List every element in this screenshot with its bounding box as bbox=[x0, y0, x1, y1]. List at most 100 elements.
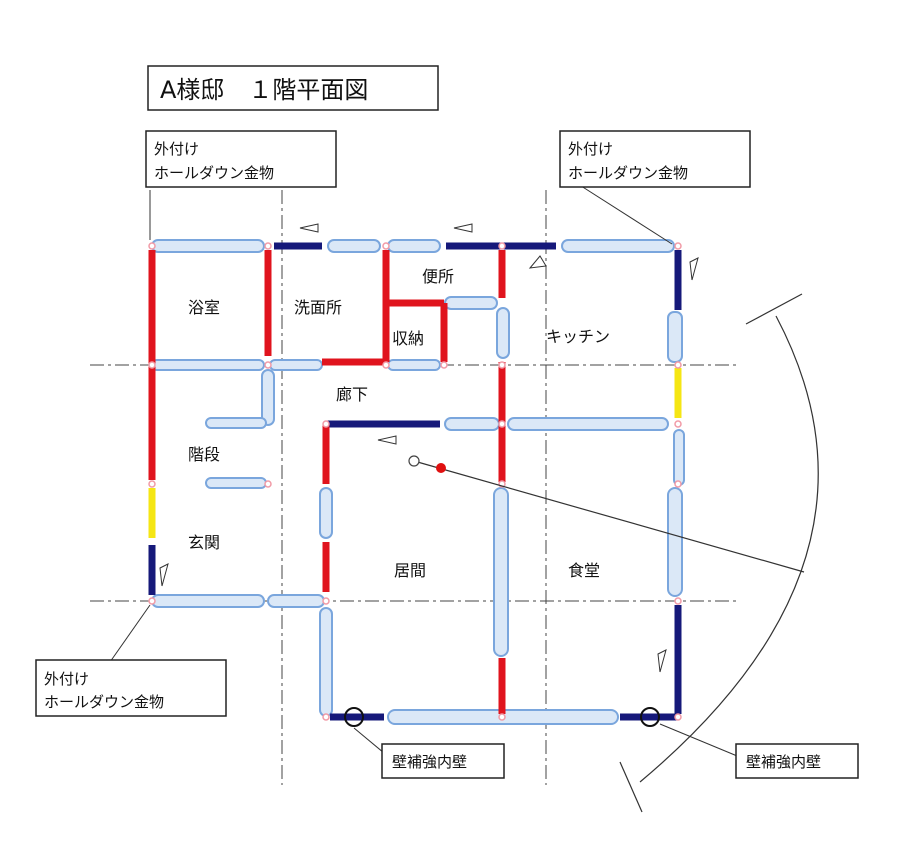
window bbox=[327, 239, 381, 253]
arc-end-tick bbox=[619, 761, 643, 813]
arc bbox=[639, 315, 819, 783]
window bbox=[667, 487, 683, 597]
joint bbox=[674, 420, 682, 428]
room-label-toilet: 便所 bbox=[422, 267, 454, 286]
walls-yellow bbox=[148, 368, 682, 538]
callout-text: 壁補強内壁 bbox=[746, 753, 821, 771]
openings bbox=[151, 239, 685, 725]
window bbox=[205, 417, 267, 429]
joint bbox=[322, 597, 330, 605]
title-box: A様邸 １階平面図 bbox=[147, 65, 439, 111]
triangle-mark-icon bbox=[528, 255, 547, 269]
joint bbox=[264, 480, 272, 488]
plan-title: A様邸 １階平面図 bbox=[160, 76, 368, 104]
callout-line1: 外付け bbox=[154, 140, 199, 158]
callout-reinforced-wall-left: 壁補強内壁 bbox=[381, 743, 505, 779]
reinforced-wall-marks bbox=[344, 707, 660, 727]
window bbox=[444, 417, 500, 431]
leader-line bbox=[109, 604, 151, 663]
joint bbox=[674, 242, 682, 250]
joint bbox=[148, 361, 156, 369]
triangle-mark-icon bbox=[453, 223, 473, 233]
joint bbox=[674, 597, 682, 605]
joint bbox=[322, 420, 330, 428]
room-label-hallway: 廊下 bbox=[336, 385, 368, 404]
room-label-kitchen: キッチン bbox=[546, 327, 610, 346]
window bbox=[151, 594, 265, 608]
callout-text: 壁補強内壁 bbox=[392, 753, 467, 771]
room-labels: 浴室 洗面所 便所 収納 キッチン 廊下 階段 玄関 居間 食堂 bbox=[188, 267, 610, 580]
room-label-living: 居間 bbox=[394, 561, 426, 580]
room-label-stairs: 階段 bbox=[188, 445, 220, 464]
callout-holdown-top-right: 外付け ホールダウン金物 bbox=[559, 130, 751, 188]
window bbox=[205, 477, 267, 489]
window bbox=[151, 239, 265, 253]
joint bbox=[148, 242, 156, 250]
joint bbox=[264, 242, 272, 250]
triangle-mark-icon bbox=[657, 649, 667, 673]
joint bbox=[674, 361, 682, 369]
window bbox=[269, 359, 323, 371]
joint bbox=[674, 713, 682, 721]
center-of-gravity-icon bbox=[436, 463, 446, 473]
window bbox=[387, 359, 441, 371]
leader-line bbox=[577, 183, 673, 245]
joint bbox=[440, 361, 448, 369]
joint bbox=[148, 597, 156, 605]
joint bbox=[382, 361, 390, 369]
radius-arc bbox=[619, 293, 819, 813]
window bbox=[507, 417, 669, 431]
callout-line2: ホールダウン金物 bbox=[568, 164, 688, 182]
window bbox=[667, 311, 683, 363]
center-marks bbox=[408, 455, 805, 573]
callout-holdown-top-left: 外付け ホールダウン金物 bbox=[145, 130, 337, 188]
window bbox=[493, 487, 509, 657]
callout-reinforced-wall-right: 壁補強内壁 bbox=[735, 743, 859, 779]
window bbox=[561, 239, 675, 253]
window bbox=[261, 369, 275, 426]
joint bbox=[498, 242, 506, 250]
triangle-mark-icon bbox=[299, 223, 319, 233]
walls-navy bbox=[148, 242, 682, 721]
callout-holdown-bottom-left: 外付け ホールダウン金物 bbox=[35, 659, 227, 717]
wall-marks bbox=[159, 223, 699, 673]
joint bbox=[382, 242, 390, 250]
reinforced-wall-circle-icon bbox=[344, 707, 364, 727]
joint bbox=[498, 713, 506, 721]
joint bbox=[264, 361, 272, 369]
room-label-entrance: 玄関 bbox=[188, 533, 220, 552]
joint bbox=[674, 480, 682, 488]
joint bbox=[498, 420, 506, 428]
room-label-bath: 浴室 bbox=[188, 298, 220, 317]
center-of-rigidity-icon bbox=[408, 455, 420, 467]
joint bbox=[148, 480, 156, 488]
callout-line1: 外付け bbox=[44, 670, 89, 688]
arc-end-tick bbox=[745, 293, 803, 325]
window bbox=[387, 239, 441, 253]
room-label-storage: 収納 bbox=[392, 329, 424, 348]
callout-line2: ホールダウン金物 bbox=[154, 164, 274, 182]
joint bbox=[498, 361, 506, 369]
leader-line bbox=[659, 723, 743, 759]
triangle-mark-icon bbox=[159, 563, 169, 587]
triangle-mark-icon bbox=[689, 257, 699, 281]
reinforced-wall-circle-icon bbox=[640, 707, 660, 727]
joint bbox=[322, 713, 330, 721]
room-label-dining: 食堂 bbox=[568, 561, 600, 580]
column-joints bbox=[148, 242, 682, 721]
window bbox=[496, 307, 510, 359]
window bbox=[319, 487, 333, 539]
leader-lines bbox=[109, 183, 743, 759]
window bbox=[151, 359, 265, 371]
triangle-mark-icon bbox=[377, 435, 397, 445]
callout-line1: 外付け bbox=[568, 140, 613, 158]
window bbox=[267, 594, 325, 608]
room-label-washroom: 洗面所 bbox=[294, 298, 342, 317]
window bbox=[444, 296, 498, 310]
window bbox=[319, 607, 333, 717]
window bbox=[673, 429, 685, 486]
eccentricity-line bbox=[413, 460, 805, 573]
callout-line2: ホールダウン金物 bbox=[44, 693, 164, 711]
